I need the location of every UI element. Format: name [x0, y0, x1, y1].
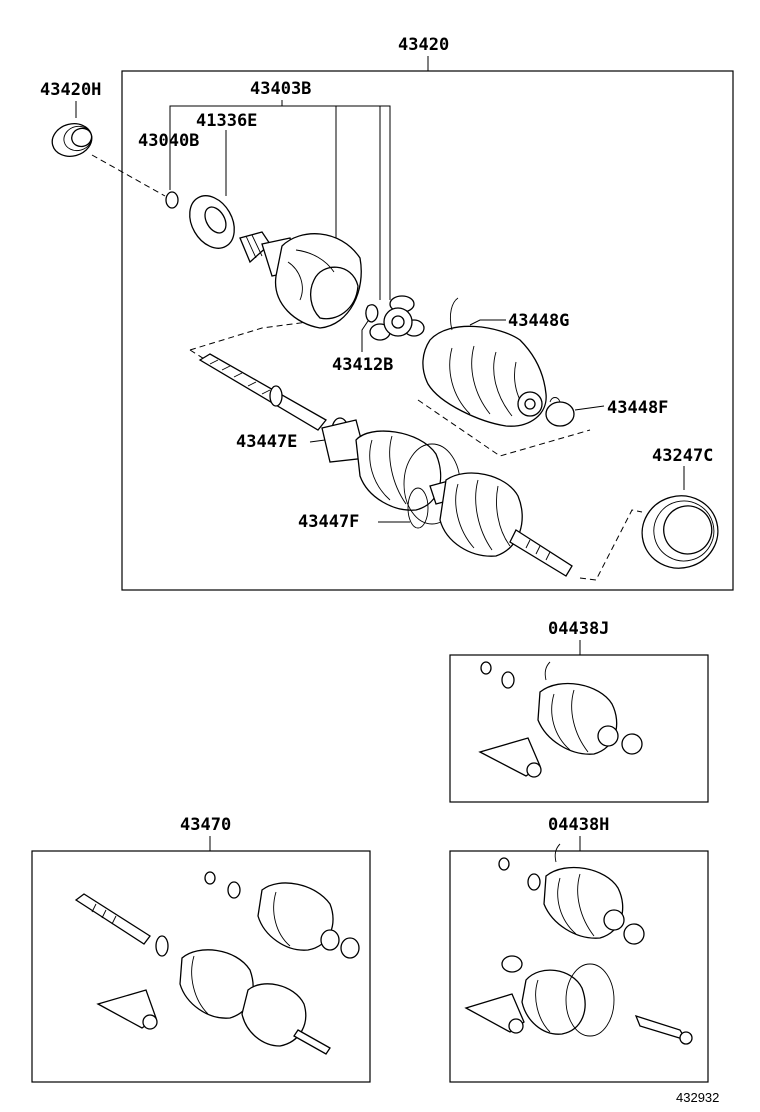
- label-43420h: 43420H: [40, 80, 101, 100]
- clamp-43448f: [545, 397, 575, 427]
- label-43420: 43420: [398, 35, 449, 55]
- label-43412b: 43412B: [332, 355, 393, 375]
- snap-ring-43040b: [165, 191, 179, 209]
- reference-number: 432932: [676, 1090, 719, 1105]
- kit-04438j-parts: [478, 661, 643, 778]
- label-43447f: 43447F: [298, 512, 359, 532]
- leader-lines: [75, 56, 685, 851]
- label-43470: 43470: [180, 815, 231, 835]
- kit-04438j-box: [449, 654, 709, 803]
- tripod-joint: [369, 295, 425, 341]
- label-41336e: 41336E: [196, 111, 257, 131]
- label-43247c: 43247C: [652, 446, 713, 466]
- label-43448f: 43448F: [607, 398, 668, 418]
- outer-boot-assembly: [407, 472, 573, 577]
- seal-43420h: [51, 123, 93, 157]
- washer-41336e: [189, 195, 235, 249]
- label-43448g: 43448G: [508, 311, 569, 331]
- clip-43412b: [365, 304, 379, 323]
- boot-43448g: [422, 297, 547, 427]
- kit-04438h-parts: [464, 843, 693, 1045]
- kit-04438h-box: [449, 850, 709, 1083]
- label-04438j: 04438J: [548, 619, 609, 639]
- joint-housing-43403b: [239, 231, 362, 329]
- label-43447e: 43447E: [236, 432, 297, 452]
- label-43403b: 43403B: [250, 79, 311, 99]
- drive-shaft: [198, 353, 327, 431]
- kit-43470-box: [31, 850, 371, 1083]
- inner-joint-assembly: [321, 419, 461, 525]
- seal-43247c: [641, 495, 719, 569]
- label-04438h: 04438H: [548, 815, 609, 835]
- label-43040b: 43040B: [138, 131, 199, 151]
- kit-43470-parts: [74, 871, 360, 1055]
